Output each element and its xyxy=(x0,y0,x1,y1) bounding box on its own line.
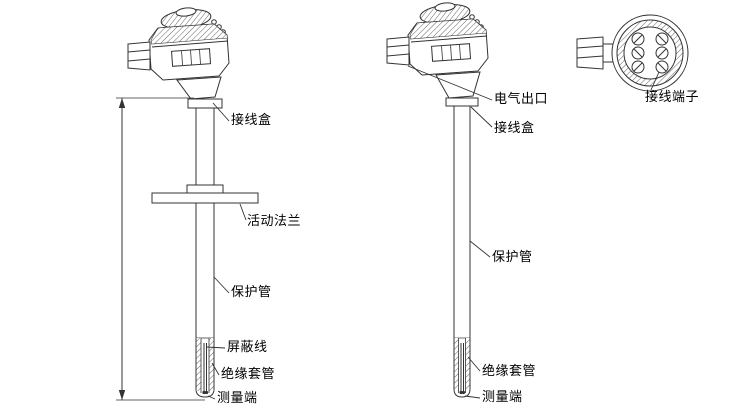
terminal-end-view xyxy=(576,14,689,92)
junction-box-head xyxy=(407,18,489,76)
right-thermocouple xyxy=(386,2,493,399)
tube-internals xyxy=(454,337,470,395)
terminal-screws xyxy=(631,32,669,74)
neck xyxy=(435,71,481,107)
label-measuring-end-right: 测量端 xyxy=(482,390,523,405)
left-thermocouple xyxy=(116,7,259,401)
label-insulation-sleeve-right: 绝缘套管 xyxy=(482,364,537,379)
label-measuring-end-left: 测量端 xyxy=(217,391,258,406)
label-shield-wire: 屏蔽线 xyxy=(227,340,268,355)
label-terminal-block: 接线端子 xyxy=(645,90,700,105)
hex-fitting xyxy=(576,36,614,70)
dimension-line xyxy=(116,97,205,401)
conduit-entry-hex xyxy=(386,36,410,66)
label-junction-box-right: 接线盒 xyxy=(494,121,535,136)
leader-lines-left xyxy=(206,102,247,400)
protection-tube xyxy=(453,105,471,398)
protection-tube xyxy=(195,107,215,398)
label-insulation-sleeve-left: 绝缘套管 xyxy=(221,367,276,382)
label-junction-box-left: 接线盒 xyxy=(231,113,272,128)
movable-flange xyxy=(151,184,259,204)
conduit-entry-hex xyxy=(127,41,151,71)
label-protection-tube-right: 保护管 xyxy=(492,250,533,265)
neck xyxy=(176,76,223,109)
label-protection-tube-left: 保护管 xyxy=(231,285,272,300)
leader-line-terminal xyxy=(650,71,660,91)
leader-lines-right xyxy=(407,65,493,399)
screw-cap-icon xyxy=(160,7,212,29)
junction-box-head xyxy=(148,23,230,81)
label-electrical-outlet: 电气出口 xyxy=(494,92,549,107)
label-movable-flange: 活动法兰 xyxy=(247,214,302,229)
housing-circle xyxy=(611,14,689,92)
